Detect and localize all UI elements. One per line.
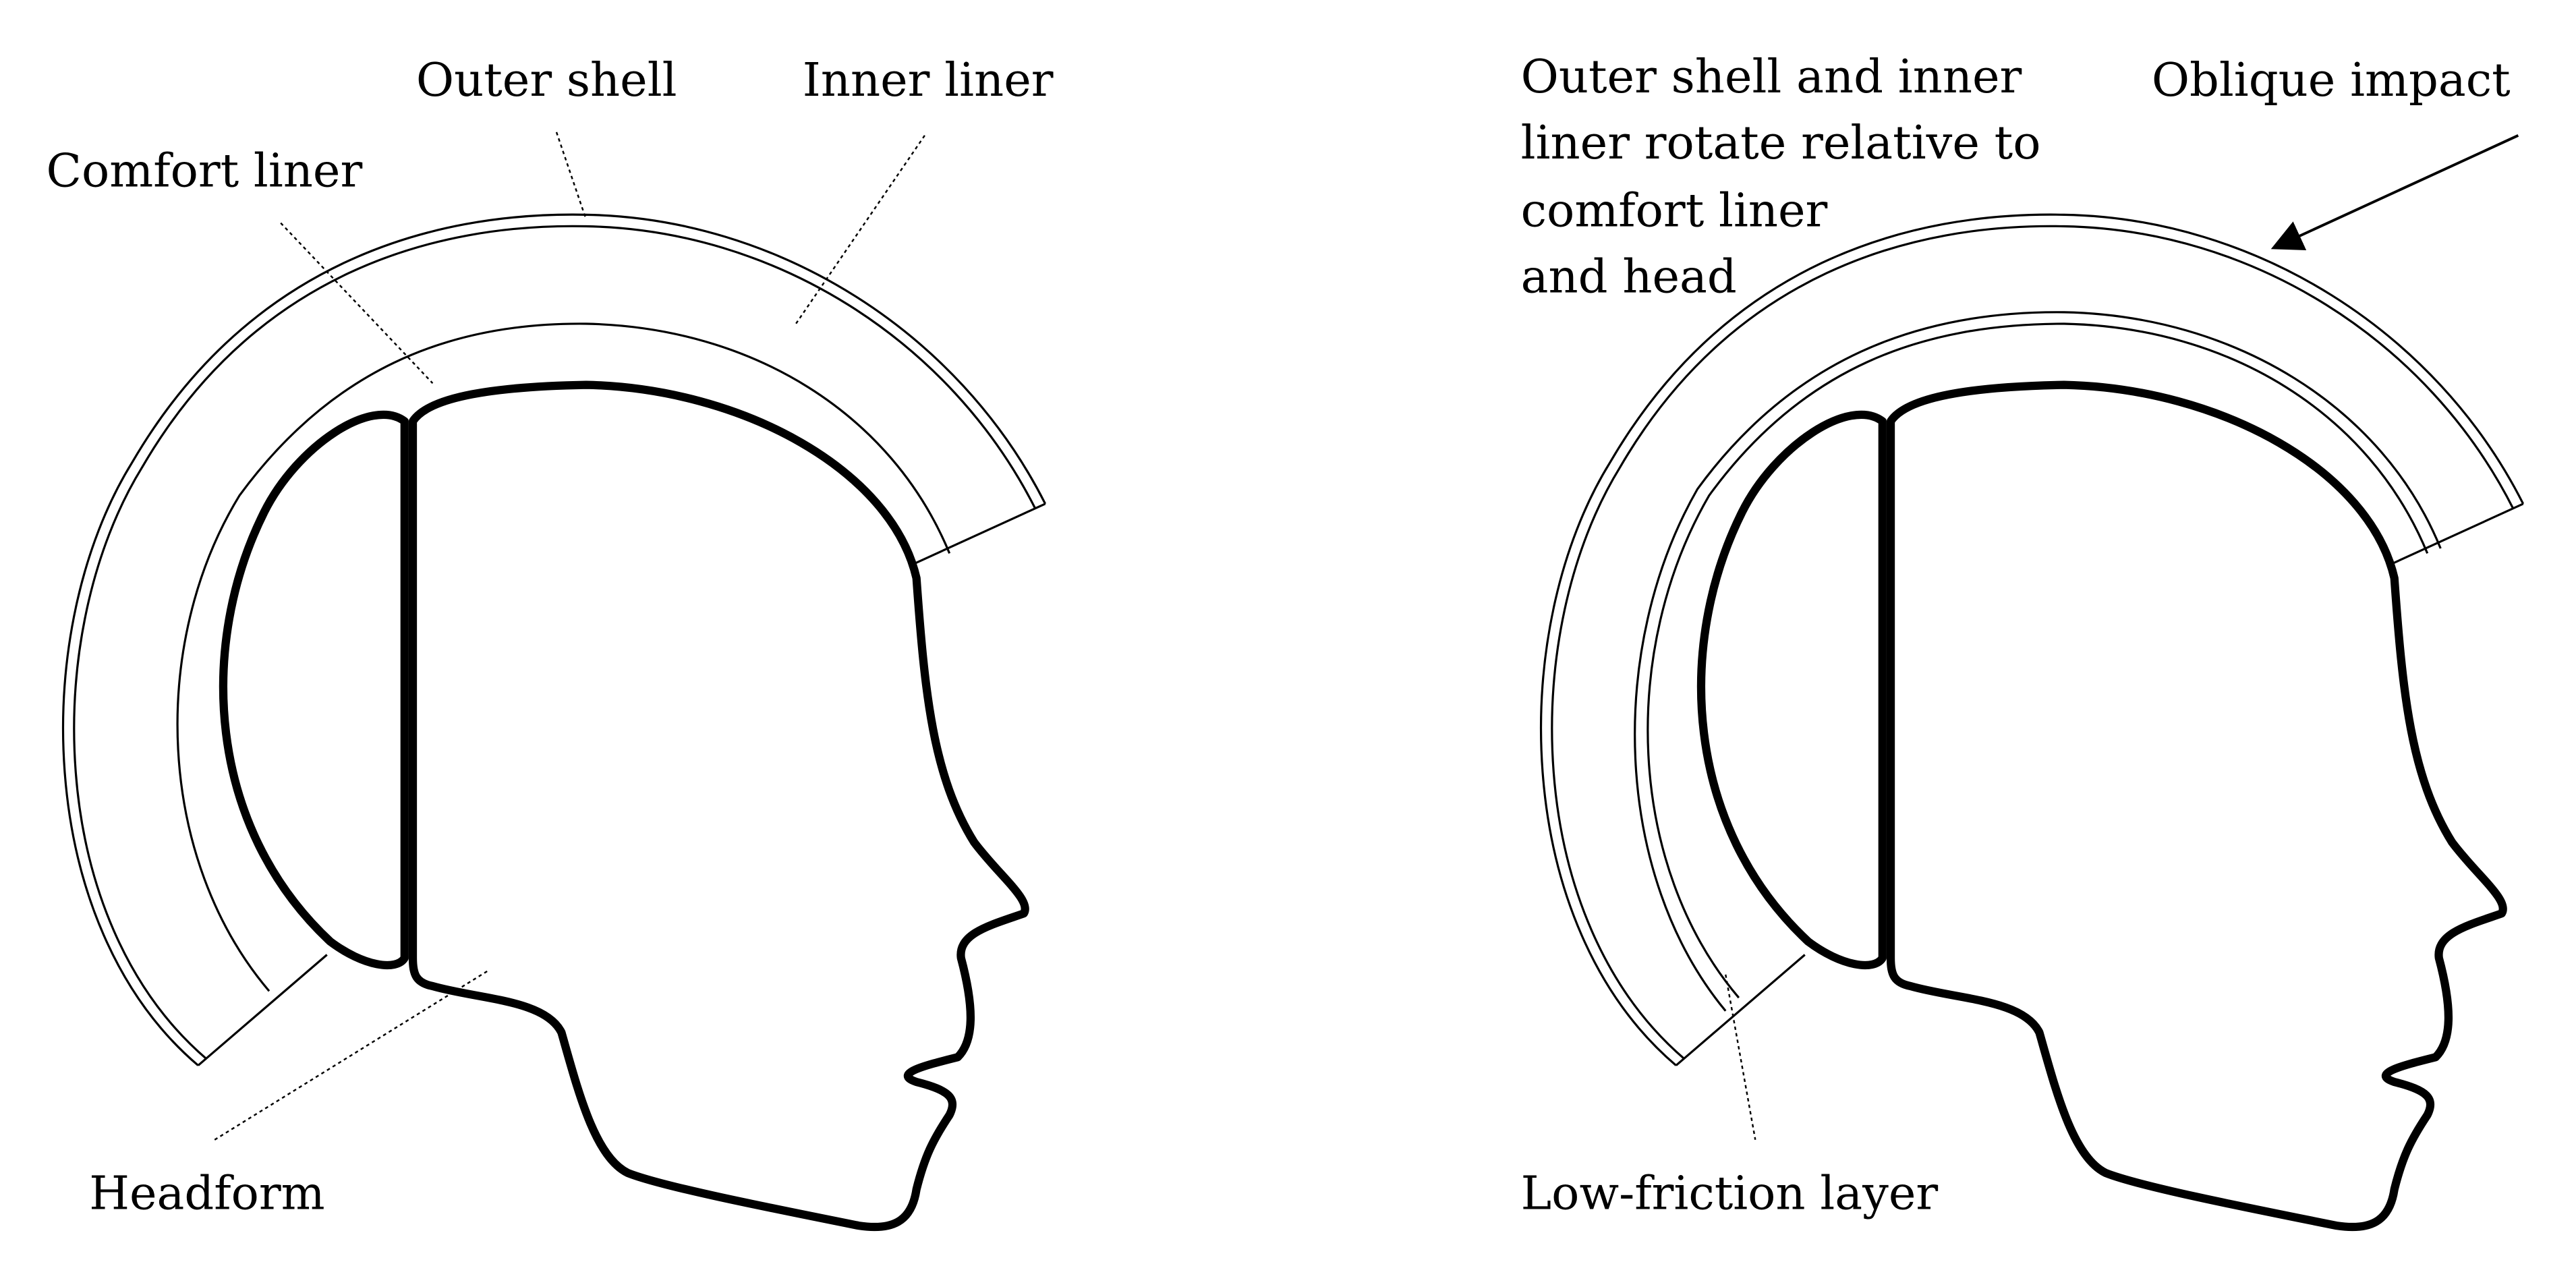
right-outer-shell — [1540, 213, 2525, 1066]
label-rotation-line1: Outer shell and inner — [1521, 50, 2022, 104]
label-comfort-liner: Comfort liner — [47, 144, 363, 198]
label-rotation-line4: and head — [1521, 250, 1737, 304]
right-outer-shell-inner-edge — [1551, 225, 2515, 1060]
leader-headform — [214, 970, 488, 1141]
right-shell-end-top — [2388, 503, 2524, 566]
leader-comfort-liner — [280, 222, 434, 384]
label-low-friction-layer: Low-friction layer — [1521, 1167, 1939, 1221]
right-helmet-panel — [1540, 134, 2525, 1232]
right-headform-face — [1886, 380, 2507, 1232]
label-outer-shell: Outer shell — [416, 53, 677, 107]
right-headform — [1696, 410, 1887, 970]
left-headform-face — [408, 380, 1029, 1232]
label-rotation-line2: liner rotate relative to — [1521, 116, 2041, 170]
leader-low-friction-layer — [1725, 974, 1756, 1140]
right-inner-liner-edge — [1634, 311, 2442, 1012]
left-outer-shell — [62, 213, 1047, 1066]
label-rotation-line3: comfort liner — [1521, 183, 1828, 237]
label-oblique-impact: Oblique impact — [2152, 53, 2511, 107]
left-shell-end-bottom — [197, 954, 328, 1066]
left-inner-liner-edge — [176, 322, 951, 992]
leader-inner-liner — [795, 135, 925, 324]
left-helmet-panel: Outer shell Inner liner Comfort liner He… — [47, 53, 1054, 1232]
left-headform — [219, 410, 409, 970]
left-shell-end-top — [911, 503, 1046, 566]
oblique-impact-arrow — [2270, 134, 2519, 251]
label-headform: Headform — [89, 1167, 324, 1221]
label-inner-liner: Inner liner — [803, 53, 1054, 107]
right-low-friction-edge — [1647, 322, 2429, 999]
right-shell-end-bottom — [1675, 954, 1806, 1066]
left-outer-shell-inner-edge — [73, 225, 1037, 1060]
leader-outer-shell — [555, 132, 588, 221]
